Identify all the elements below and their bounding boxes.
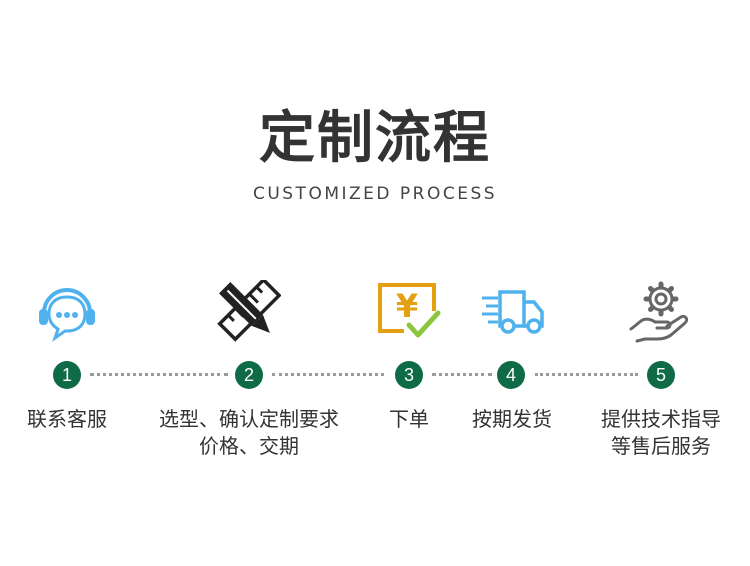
step-label-line: 提供技术指导	[601, 407, 721, 431]
customer-service-headset-icon	[34, 283, 100, 345]
step-label-line: 等售后服务	[611, 434, 711, 458]
svg-text:¥: ¥	[396, 287, 418, 325]
step-label: 下单	[369, 406, 449, 433]
step-number-badge: 3	[395, 361, 423, 389]
step-number-badge: 4	[497, 361, 525, 389]
pencil-ruler-icon	[215, 280, 281, 342]
step-number-badge: 5	[647, 361, 675, 389]
page-title: 定制流程	[259, 106, 491, 171]
connector-dots	[535, 373, 638, 376]
step-label: 提供技术指导 等售后服务	[588, 406, 734, 460]
connector-dots	[272, 373, 384, 376]
step-label: 按期发货	[456, 406, 568, 433]
step-number-badge: 2	[235, 361, 263, 389]
step-number-badge: 1	[53, 361, 81, 389]
step-label-line: 下单	[389, 407, 429, 431]
step-label-line: 价格、交期	[199, 434, 299, 458]
step-label-line: 按期发货	[472, 407, 552, 431]
gear-hand-service-icon	[627, 281, 693, 343]
page-subtitle: CUSTOMIZED PROCESS	[252, 184, 498, 204]
yen-payment-check-icon: ¥	[376, 281, 442, 343]
delivery-truck-icon	[480, 282, 546, 344]
connector-dots	[432, 373, 492, 376]
step-label-line: 选型、确认定制要求	[159, 407, 339, 431]
step-label: 联系客服	[7, 406, 127, 433]
step-label-line: 联系客服	[27, 407, 107, 431]
step-label: 选型、确认定制要求 价格、交期	[144, 406, 354, 460]
connector-dots	[90, 373, 228, 376]
